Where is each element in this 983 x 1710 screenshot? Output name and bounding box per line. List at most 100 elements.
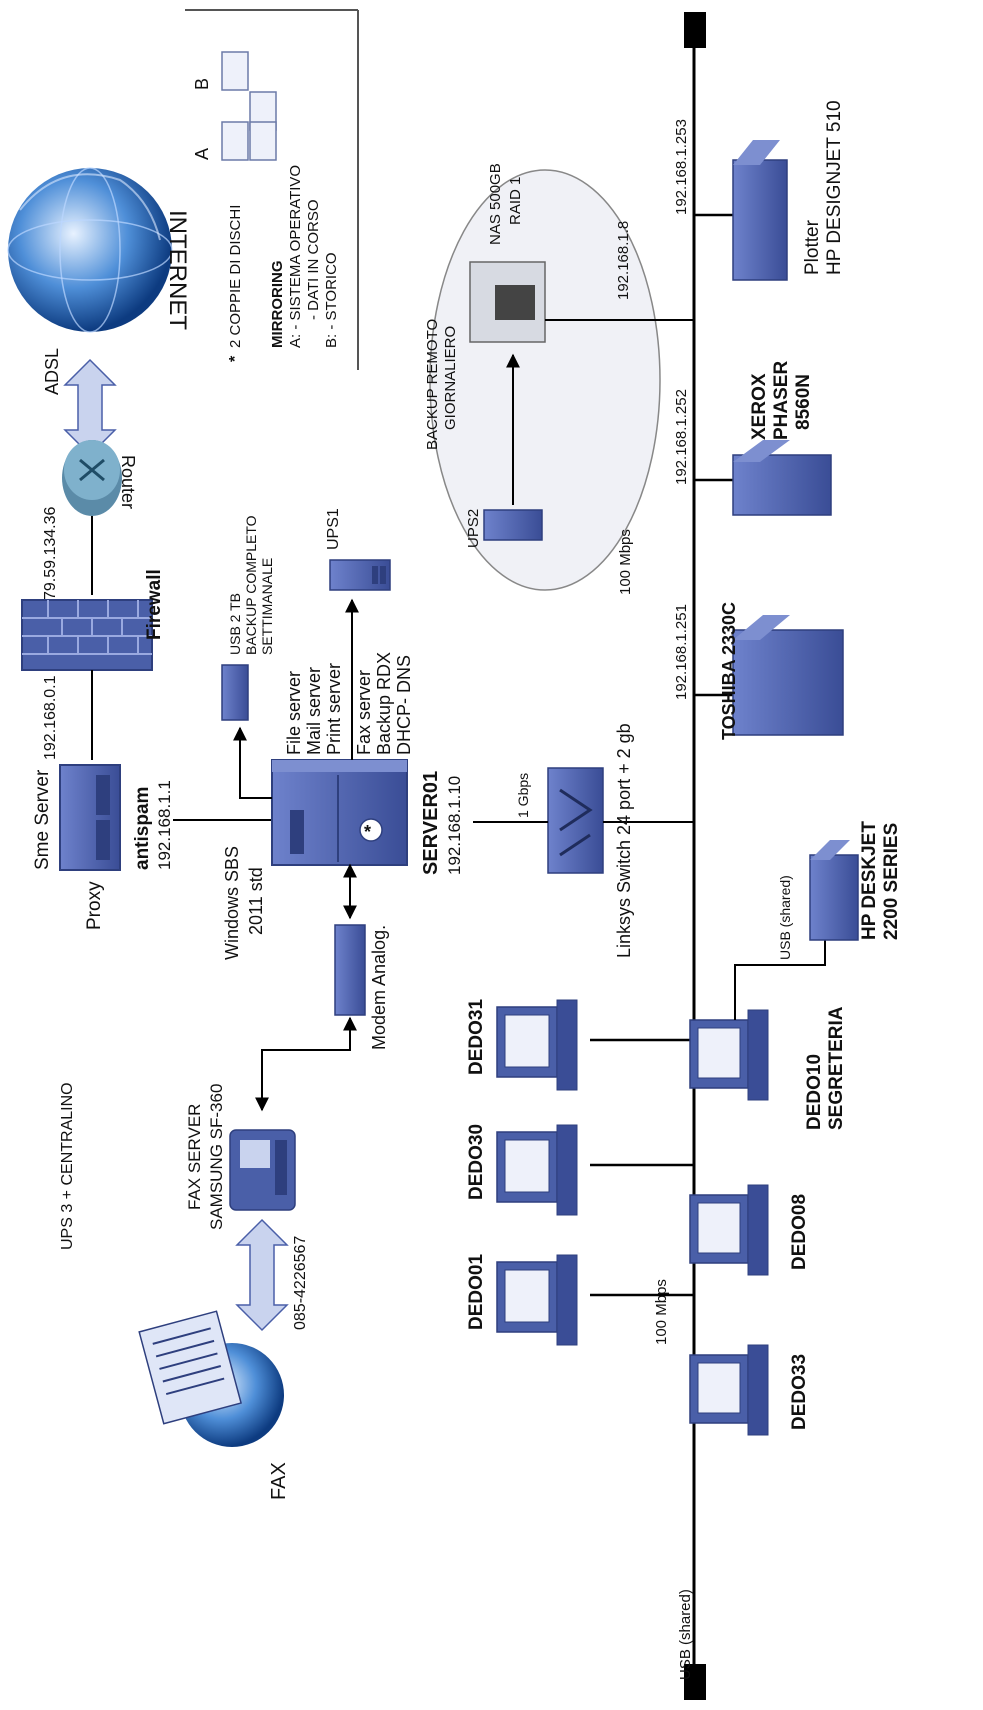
mirroring-pairs: 2 COPPIE DI DISCHI xyxy=(227,205,244,348)
server-icon: * xyxy=(271,759,408,866)
xerox-name2: PHASER xyxy=(771,361,792,440)
fax-label: FAX xyxy=(268,1462,290,1500)
ups2-icon xyxy=(483,509,543,541)
fax-server-line1: FAX SERVER xyxy=(185,1104,204,1210)
switch-uplink: 1 Gbps xyxy=(515,773,531,818)
plotter-icon xyxy=(732,140,788,281)
router-icon xyxy=(62,440,122,516)
dedo31-label: DEDO31 xyxy=(466,999,487,1075)
internet-label: INTERNET xyxy=(164,210,191,330)
service-print: Print server xyxy=(324,663,344,755)
toshiba-printer-icon xyxy=(732,615,844,736)
service-mail: Mail server xyxy=(304,667,324,755)
plotter-name1: Plotter xyxy=(802,219,823,275)
router-wan-ip: 79.59.134.36 xyxy=(42,506,59,600)
modem-icon xyxy=(334,924,366,1016)
workstation-dedo10-icon xyxy=(689,1009,769,1101)
deskjet-usb-label: USB (shared) xyxy=(777,875,793,960)
fax-number: 085-4226567 xyxy=(292,1236,309,1330)
proxy-role: Proxy xyxy=(84,881,105,930)
toshiba-ip: 192.168.1.251 xyxy=(673,604,690,700)
dedo10-deskjet-link xyxy=(734,940,826,1020)
proxy-name: antispam xyxy=(132,787,153,870)
service-file: File server xyxy=(284,671,304,755)
usb-backup-line2: BACKUP COMPLETO xyxy=(243,515,259,655)
dedo33-label: DEDO33 xyxy=(789,1354,810,1430)
ups1-icon xyxy=(329,559,391,591)
xerox-name3: 8560N xyxy=(793,374,814,430)
switch-label: Linksys Switch 24 port + 2 gb xyxy=(614,723,634,958)
disk-pair-a-icon xyxy=(221,121,277,161)
firewall-label: Firewall xyxy=(144,569,165,640)
mirroring-star: * xyxy=(227,355,244,362)
mirroring-line-b: B: - STORICO xyxy=(323,252,340,348)
xerox-name1: XEROX xyxy=(749,373,770,440)
speed-main: 100 Mbps xyxy=(617,529,634,595)
fax-globe-icon xyxy=(138,1310,284,1447)
server-ip: 192.168.1.10 xyxy=(445,776,464,875)
deskjet-name2: 2200 SERIES xyxy=(881,823,902,940)
service-backup: Backup RDX xyxy=(374,652,394,755)
server-star: * xyxy=(364,822,371,842)
dedo30-label: DEDO30 xyxy=(466,1124,487,1200)
bus-terminator-bottom xyxy=(684,1664,706,1700)
firewall-icon xyxy=(21,599,153,671)
deskjet-name1: HP DESKJET xyxy=(859,821,880,940)
mirroring-line-a: A: - SISTEMA OPERATIVO xyxy=(287,165,304,348)
proxy-server-icon xyxy=(59,764,121,871)
fax-server-phone-icon xyxy=(229,1129,296,1211)
plotter-name2: HP DESIGNJET 510 xyxy=(824,100,845,275)
service-dhcp: DHCP- DNS xyxy=(394,655,414,755)
dedo10-label: DEDO10 xyxy=(804,1054,825,1130)
adsl-label: ADSL xyxy=(42,348,62,395)
bus-terminator-top xyxy=(684,12,706,48)
disk-a-label: A xyxy=(192,148,212,160)
workstation-dedo01-icon xyxy=(496,1254,578,1346)
mirroring-title: MIRRORING xyxy=(269,261,286,349)
service-fax: Fax server xyxy=(354,670,374,755)
workstation-dedo31-icon xyxy=(496,999,578,1091)
modem-label: Modem Analog. xyxy=(369,925,389,1050)
xerox-ip: 192.168.1.252 xyxy=(673,389,690,485)
modem-fax-arrow xyxy=(255,1016,357,1112)
dedo08-label: DEDO08 xyxy=(789,1194,810,1270)
workstation-dedo33-icon xyxy=(689,1344,769,1436)
mirroring-line-a2: - DATI IN CORSO xyxy=(305,199,322,320)
segreteria-label: SEGRETERIA xyxy=(826,1006,847,1130)
disk-b-label: B xyxy=(192,78,212,90)
speed-left: 100 Mbps xyxy=(653,1279,670,1345)
ups3-label: UPS 3 + CENTRALINO xyxy=(59,1082,76,1250)
workstation-dedo08-icon xyxy=(689,1184,769,1276)
nas-icon xyxy=(469,261,546,343)
disk-pair-b-icon xyxy=(221,51,277,131)
fax-server-line2: SAMSUNG SF-360 xyxy=(207,1084,226,1230)
plotter-ip: 192.168.1.253 xyxy=(673,119,690,215)
xerox-printer-icon xyxy=(732,440,832,516)
dedo01-label: DEDO01 xyxy=(466,1254,487,1330)
nas-line2: RAID 1 xyxy=(507,177,524,225)
ups2-label: UPS2 xyxy=(465,509,482,548)
router-label: Router xyxy=(118,455,138,509)
fax-double-arrow xyxy=(235,1218,289,1332)
internet-globe-icon xyxy=(7,167,173,333)
server-name: SERVER01 xyxy=(420,771,442,875)
usb-shared-left: USB (shared) xyxy=(677,1589,694,1680)
usb-backup-line3: SETTIMANALE xyxy=(259,558,275,655)
switch-icon xyxy=(547,767,604,874)
usb-backup-line1: USB 2 TB xyxy=(227,593,243,655)
proxy-ip: 192.168.1.1 xyxy=(155,780,174,870)
nas-line1: NAS 500GB xyxy=(487,163,504,245)
workstation-dedo30-icon xyxy=(496,1124,578,1216)
ups1-label: UPS1 xyxy=(325,508,342,550)
server-os-line1: Windows SBS xyxy=(222,846,242,960)
toshiba-name: TOSHIBA 2330C xyxy=(719,602,739,740)
proxy-server-name: Sme Server xyxy=(32,769,53,870)
backup-remote-line2: GIORNALIERO xyxy=(442,326,459,430)
proxy-fw-ip: 192.168.0.1 xyxy=(42,675,59,760)
deskjet-printer-icon xyxy=(809,840,859,941)
nas-ip: 192.168.1.8 xyxy=(615,221,632,300)
server-usb-arrow xyxy=(233,726,272,799)
server-os-line2: 2011 std xyxy=(246,867,266,935)
